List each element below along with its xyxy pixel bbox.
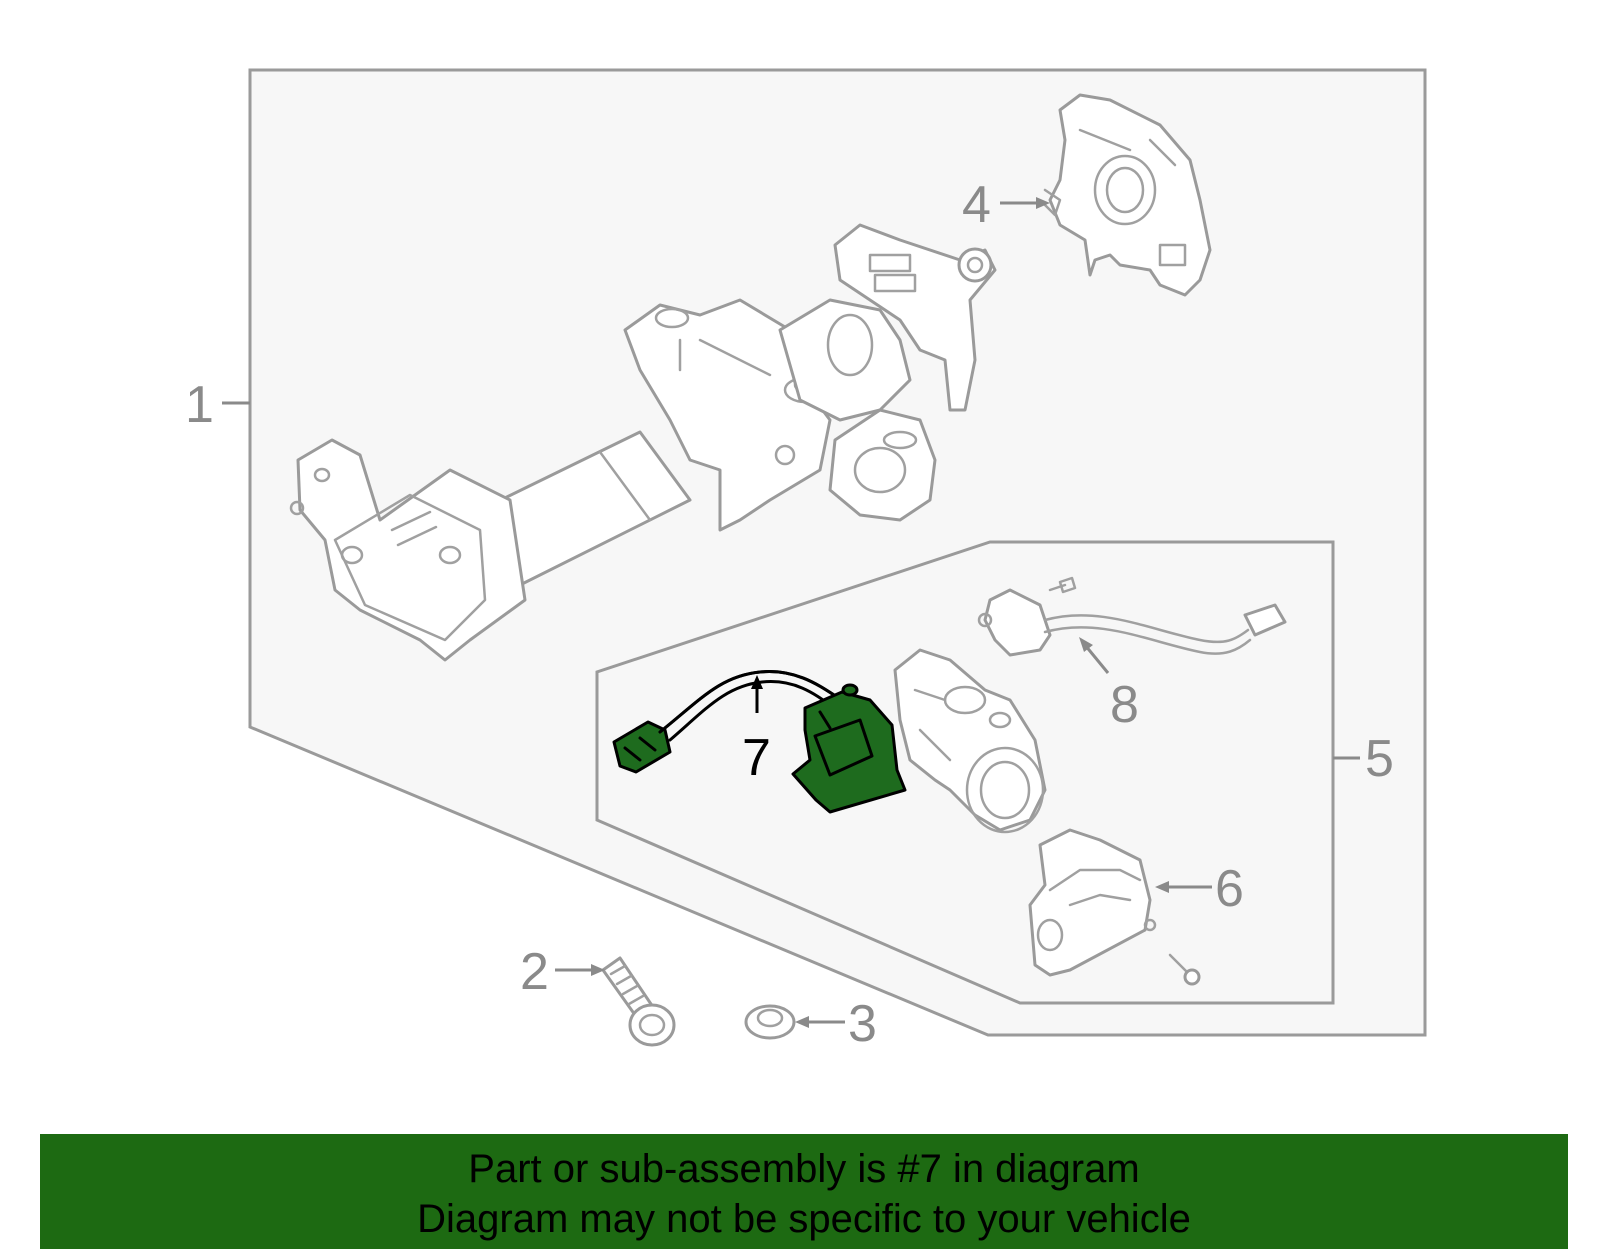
callout-1: 1 bbox=[185, 376, 214, 434]
key-housing-part-6[interactable] bbox=[1028, 828, 1201, 986]
wiring-harness-part-8[interactable] bbox=[977, 576, 1287, 657]
switch-housing-part-4[interactable] bbox=[1043, 93, 1212, 297]
bolt-part-2[interactable] bbox=[601, 956, 676, 1047]
callout-6: 6 bbox=[1215, 860, 1244, 918]
callout-4: 4 bbox=[962, 176, 991, 234]
callout-8: 8 bbox=[1110, 676, 1139, 734]
banner-line-1: Part or sub-assembly is #7 in diagram bbox=[468, 1147, 1140, 1191]
lock-cylinder-housing-part[interactable] bbox=[893, 648, 1047, 834]
banner-line-2: Diagram may not be specific to your vehi… bbox=[417, 1197, 1191, 1241]
grommet-part-3[interactable] bbox=[744, 1004, 796, 1040]
callout-7: 7 bbox=[742, 729, 771, 787]
info-banner: Part or sub-assembly is #7 in diagram Di… bbox=[40, 1134, 1568, 1249]
steering-column-part[interactable] bbox=[289, 223, 997, 662]
highlighted-part-7[interactable] bbox=[612, 670, 907, 814]
callout-2: 2 bbox=[520, 943, 549, 1001]
callout-3: 3 bbox=[848, 995, 877, 1053]
callout-5: 5 bbox=[1365, 730, 1394, 788]
